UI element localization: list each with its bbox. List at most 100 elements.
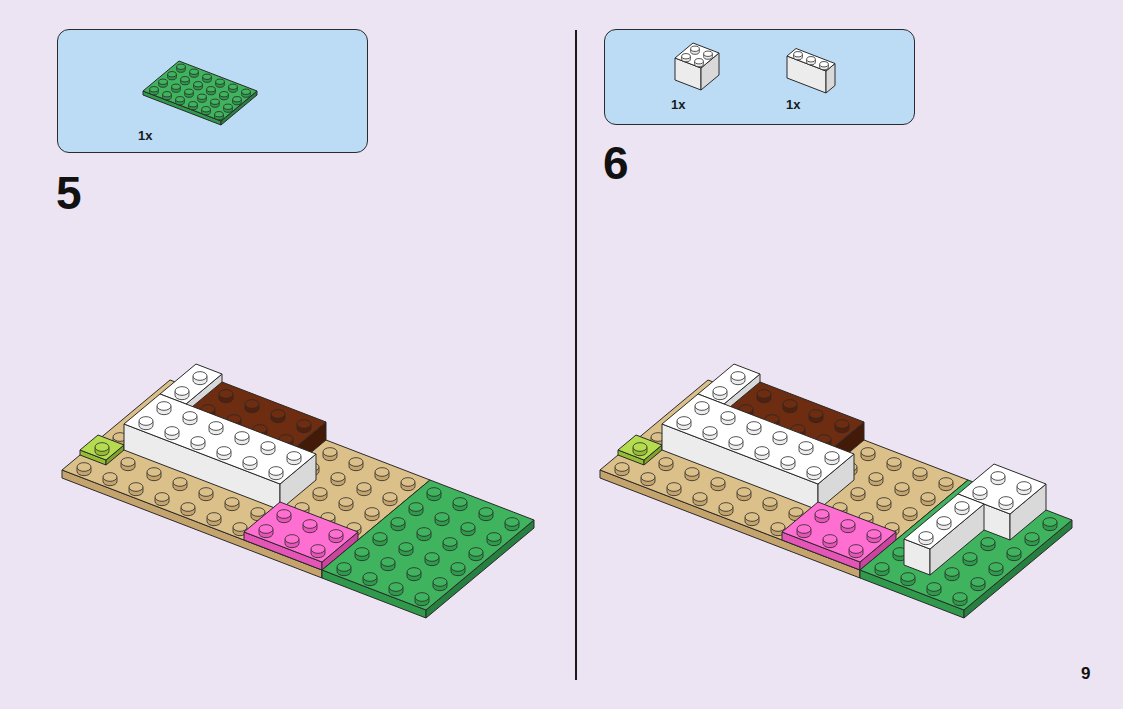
step-divider bbox=[575, 30, 577, 680]
stud-top bbox=[150, 87, 159, 92]
stud-top bbox=[677, 417, 691, 426]
brick-face bbox=[80, 435, 124, 460]
stud-top bbox=[193, 372, 207, 381]
page-number: 9 bbox=[1081, 664, 1090, 684]
stud-top bbox=[887, 458, 901, 467]
stud-top bbox=[323, 448, 337, 457]
stud-top bbox=[311, 545, 325, 554]
stud-top bbox=[451, 563, 465, 572]
stud-top bbox=[215, 112, 224, 117]
stud-top bbox=[1017, 482, 1031, 491]
stud-top bbox=[216, 79, 225, 84]
brick-face bbox=[675, 43, 719, 68]
stud-top bbox=[259, 525, 273, 534]
part-quantity: 1x bbox=[786, 97, 800, 112]
brick-face bbox=[143, 61, 257, 121]
brick-face bbox=[618, 435, 662, 460]
stud-top bbox=[224, 104, 233, 109]
stud-top bbox=[939, 478, 953, 487]
stud-top bbox=[789, 508, 803, 517]
stud-top bbox=[168, 72, 177, 77]
stud-top bbox=[895, 483, 909, 492]
part-quantity: 1x bbox=[671, 97, 685, 112]
stud-top bbox=[399, 543, 413, 552]
stud-top bbox=[721, 412, 735, 421]
brick-face bbox=[860, 480, 1072, 610]
stud-top bbox=[95, 443, 109, 452]
model-step-5 bbox=[62, 364, 534, 618]
stud-top bbox=[409, 503, 423, 512]
stud-top bbox=[165, 427, 179, 436]
stud-top bbox=[815, 510, 829, 519]
stud-top bbox=[825, 452, 839, 461]
stud-top bbox=[479, 508, 493, 517]
brick-face bbox=[904, 494, 984, 549]
stud-top bbox=[233, 523, 247, 532]
stud-top bbox=[339, 498, 353, 507]
stud-top bbox=[391, 518, 405, 527]
stud-top bbox=[781, 457, 795, 466]
stud-top bbox=[913, 468, 927, 477]
stud-top bbox=[919, 532, 933, 541]
brick-face bbox=[662, 394, 854, 484]
stud-top bbox=[417, 528, 431, 537]
stud-top bbox=[773, 432, 787, 441]
stud-top bbox=[737, 488, 751, 497]
stud-top bbox=[357, 483, 371, 492]
stud-top bbox=[313, 488, 327, 497]
stud-top bbox=[999, 497, 1013, 506]
stud-top bbox=[971, 578, 985, 587]
stud-top bbox=[695, 59, 704, 64]
stud-top bbox=[851, 488, 865, 497]
stud-top bbox=[363, 573, 377, 582]
stud-top bbox=[807, 57, 816, 62]
stud-top bbox=[415, 593, 429, 602]
stud-top bbox=[271, 410, 285, 419]
brick-face bbox=[124, 394, 316, 484]
stud-top bbox=[207, 513, 221, 522]
stud-top bbox=[783, 400, 797, 409]
part-illustration bbox=[58, 30, 369, 154]
stud-top bbox=[867, 530, 881, 539]
stud-top bbox=[797, 525, 811, 534]
stud-top bbox=[691, 46, 700, 51]
stud-top bbox=[469, 548, 483, 557]
stud-top bbox=[277, 510, 291, 519]
stud-top bbox=[181, 77, 190, 82]
part-illustration bbox=[605, 30, 916, 126]
stud-top bbox=[841, 520, 855, 529]
stud-top bbox=[849, 545, 863, 554]
stud-top bbox=[189, 102, 198, 107]
stud-top bbox=[194, 82, 203, 87]
step-number: 5 bbox=[56, 166, 82, 220]
stud-top bbox=[181, 503, 195, 512]
stud-top bbox=[373, 533, 387, 542]
stud-top bbox=[229, 84, 238, 89]
stud-top bbox=[641, 473, 655, 482]
stud-top bbox=[704, 51, 713, 56]
stud-top bbox=[176, 97, 185, 102]
stud-top bbox=[303, 520, 317, 529]
parts-callout: 1x bbox=[57, 29, 368, 153]
stud-top bbox=[807, 467, 821, 476]
stud-top bbox=[243, 457, 257, 466]
stud-top bbox=[695, 402, 709, 411]
stud-top bbox=[129, 483, 143, 492]
stud-top bbox=[173, 478, 187, 487]
stud-top bbox=[209, 422, 223, 431]
stud-top bbox=[235, 432, 249, 441]
stud-top bbox=[745, 513, 759, 522]
stud-top bbox=[667, 483, 681, 492]
stud-top bbox=[973, 487, 987, 496]
stud-top bbox=[349, 458, 363, 467]
stud-top bbox=[217, 447, 231, 456]
stud-top bbox=[269, 467, 283, 476]
stud-top bbox=[711, 478, 725, 487]
part-quantity: 1x bbox=[138, 128, 152, 143]
stud-top bbox=[202, 107, 211, 112]
stud-top bbox=[747, 422, 761, 431]
stud-top bbox=[809, 410, 823, 419]
stud-top bbox=[329, 530, 343, 539]
stud-top bbox=[139, 417, 153, 426]
stud-top bbox=[261, 442, 275, 451]
